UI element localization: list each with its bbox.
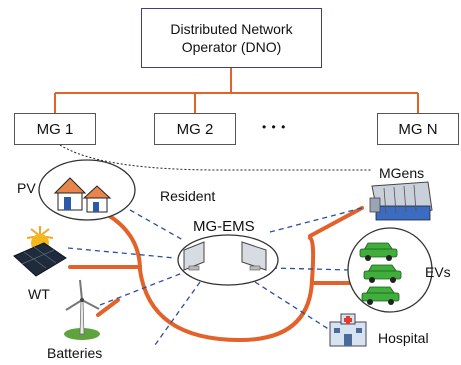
evs-label: EVs xyxy=(425,264,451,280)
wind-turbine-icon xyxy=(64,279,100,340)
comm-evs xyxy=(271,267,351,271)
mg1-box: MG 1 xyxy=(14,113,96,145)
mg2-box: MG 2 xyxy=(154,113,236,145)
comm-wt xyxy=(67,247,176,259)
comm-pv xyxy=(129,209,184,241)
dno-box: Distributed Network Operator (DNO) xyxy=(141,8,322,68)
solar-panel-icon xyxy=(13,226,67,277)
comm-hospital xyxy=(254,281,331,331)
mg-ems-label: MG-EMS xyxy=(193,218,255,235)
computer-icon xyxy=(241,241,267,271)
hospital-icon xyxy=(329,313,367,347)
mgn-box: MG N xyxy=(377,113,459,145)
dno-title-line2: Operator (DNO) xyxy=(181,39,282,55)
mgens-label: MGens xyxy=(379,165,425,181)
hospital-label: Hospital xyxy=(378,330,429,346)
mg1-mgens-dotted-line xyxy=(59,144,372,171)
electric-car-icon xyxy=(359,242,398,261)
batteries-label: Batteries xyxy=(47,345,103,361)
wt-label: WT xyxy=(28,286,50,302)
power-loop xyxy=(106,213,316,343)
computer-icon xyxy=(183,241,205,271)
comm-batteries xyxy=(99,271,186,306)
comm-down xyxy=(154,281,201,346)
electric-car-icon xyxy=(363,264,402,283)
generator-icon xyxy=(369,181,433,221)
house-icon xyxy=(53,177,87,211)
dno-title-line1: Distributed Network xyxy=(170,21,293,37)
pv-label: PV xyxy=(17,180,36,196)
comm-mgens xyxy=(269,207,363,233)
electric-car-icon xyxy=(361,286,400,305)
resident-label: Resident xyxy=(160,188,216,204)
house-icon xyxy=(82,185,112,213)
ellipsis: • • • xyxy=(262,120,287,134)
batteries-power-line xyxy=(96,298,120,317)
mgens-power-line xyxy=(308,206,364,238)
